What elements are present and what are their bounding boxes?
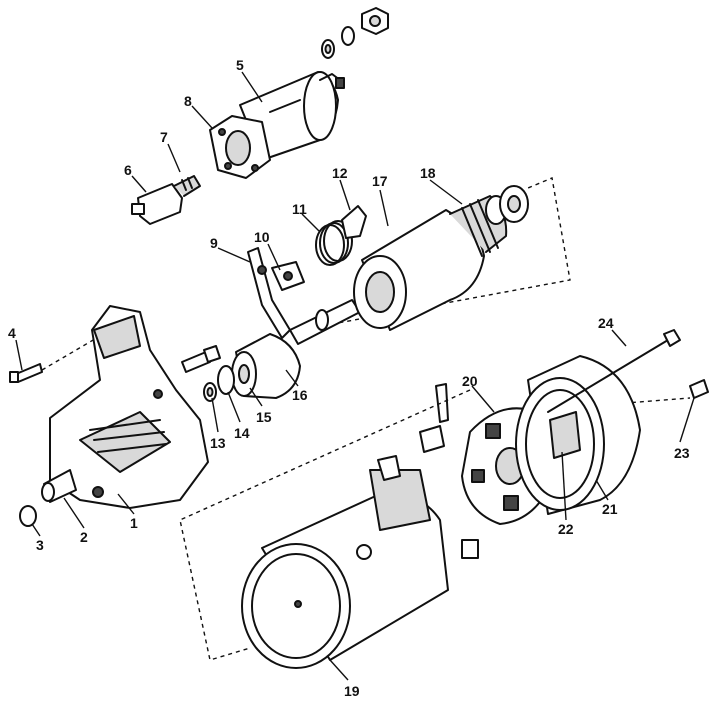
assembly-line-bolt4 [41,335,101,371]
callout-18: 18 [420,165,436,181]
plunger [131,175,201,225]
callout-14: 14 [234,425,250,441]
shift-lever [247,247,291,339]
screw [689,379,709,399]
armature [289,195,508,345]
end-frame [515,355,641,515]
through-bolt [547,329,681,413]
pivot-block [271,261,305,291]
assembly-line-screw23 [599,397,691,406]
callout-4: 4 [8,325,16,341]
cap [341,205,367,239]
callout-3: 3 [36,537,44,553]
callout-2: 2 [80,529,88,545]
callout-5: 5 [236,57,244,73]
callout-24: 24 [598,315,614,331]
callout-9: 9 [210,235,218,251]
callout-22: 22 [558,521,574,537]
callout-15: 15 [256,409,272,425]
pinion-clutch [203,333,301,402]
callout-16: 16 [292,387,308,403]
callout-13: 13 [210,435,226,451]
assembly-line-lower [179,389,471,661]
callout-7: 7 [160,129,168,145]
callout-8: 8 [184,93,192,109]
callout-10: 10 [254,229,270,245]
callout-17: 17 [372,173,388,189]
callout-21: 21 [602,501,618,517]
callout-23: 23 [674,445,690,461]
yoke [241,383,479,669]
callout-20: 20 [462,373,478,389]
armature-washers [485,185,529,225]
shaft-end [41,469,77,503]
callout-12: 12 [332,165,348,181]
callout-11: 11 [292,201,307,217]
callout-19: 19 [344,683,360,699]
dust-cap [19,505,37,527]
spring [315,220,353,266]
solenoid-flange [209,115,271,179]
nut-and-washers [321,7,389,59]
small-bolt [181,345,221,373]
drive-housing [49,305,209,509]
callout-1: 1 [130,515,138,531]
callout-6: 6 [124,162,132,178]
long-bolt [9,363,43,383]
leader-lines [15,71,695,681]
